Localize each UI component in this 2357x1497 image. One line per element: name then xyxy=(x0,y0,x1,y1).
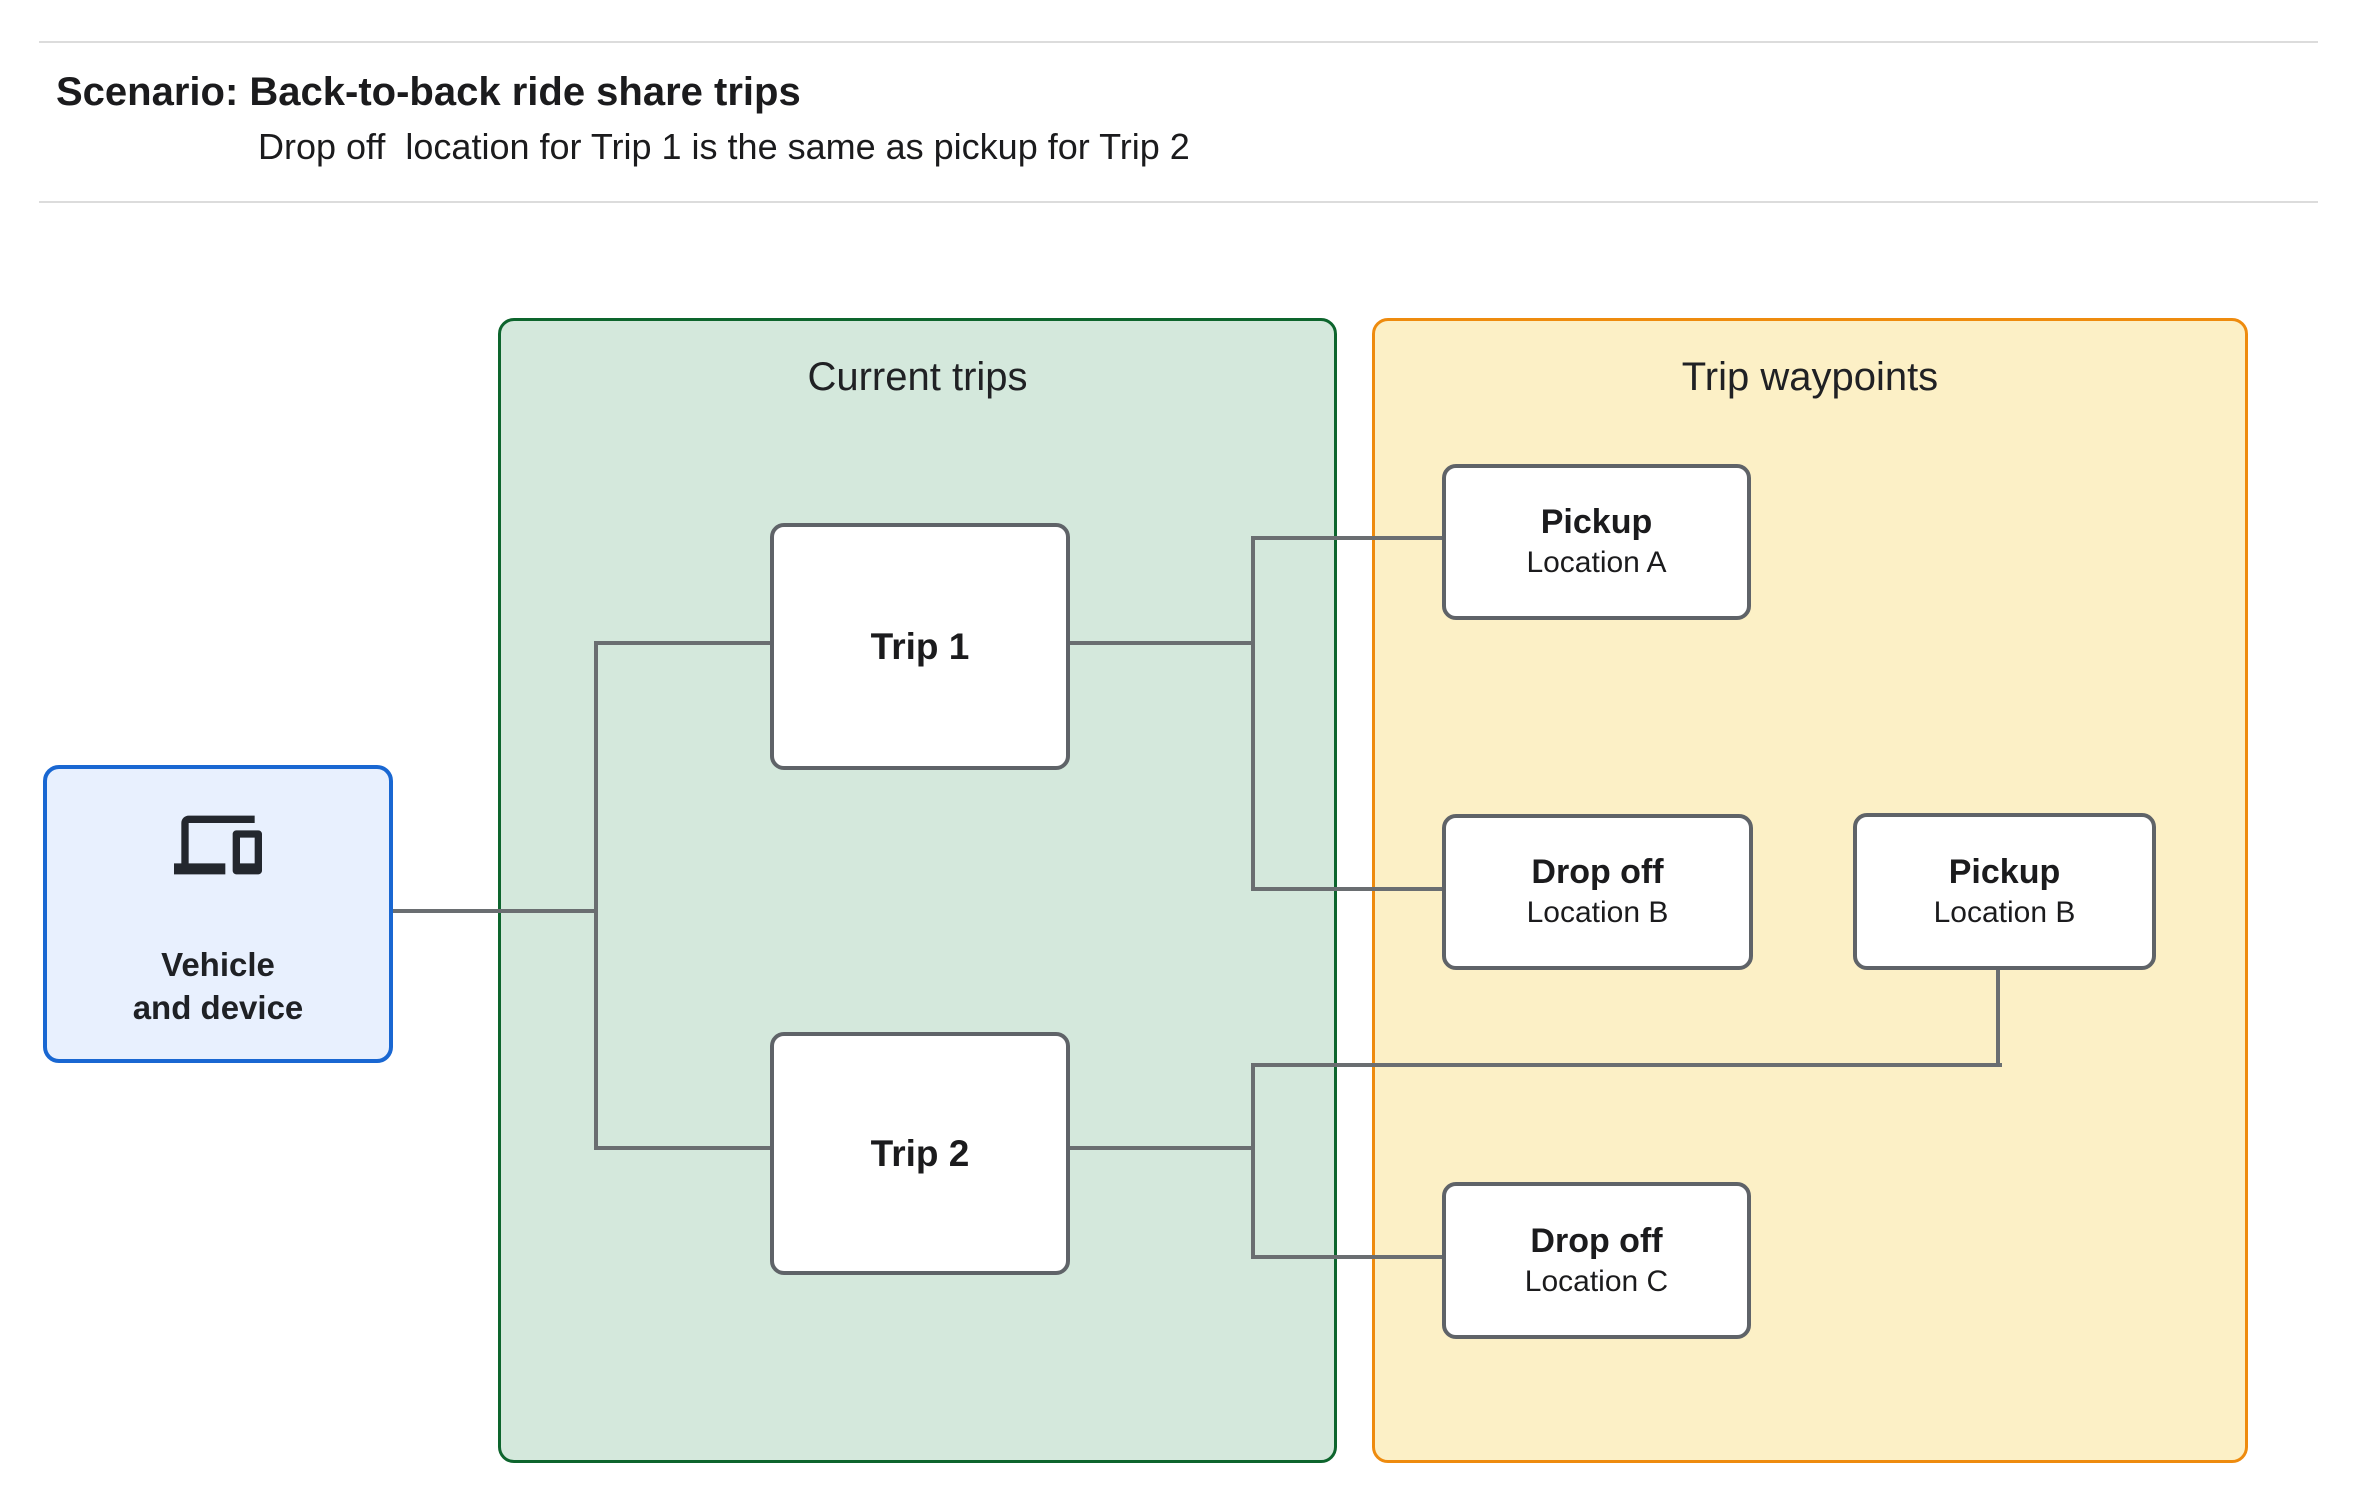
group-trip-waypoints-label: Trip waypoints xyxy=(1681,355,1939,399)
edge-vehicle-junction-v xyxy=(594,641,598,1150)
drop-c-subtitle: Location C xyxy=(1524,1264,1669,1298)
vehicle-label-line1: Vehicle xyxy=(161,946,275,983)
edge-trip1-out xyxy=(1062,641,1255,645)
top-divider xyxy=(39,41,2318,43)
edge-pickup-b-drop-v xyxy=(1996,960,2000,1067)
edge-trip1-junction-v xyxy=(1251,536,1255,891)
pickup-b-subtitle: Location B xyxy=(1933,895,2076,929)
pickup-b-title: Pickup xyxy=(1948,852,2061,891)
group-current-trips-label: Current trips xyxy=(807,355,1028,399)
node-pickup-location-b: Pickup Location B xyxy=(1853,813,2156,970)
node-drop-off-location-c: Drop off Location C xyxy=(1442,1182,1751,1339)
group-current-trips: Current trips xyxy=(498,318,1337,1463)
vehicle-label: Vehicle and device xyxy=(47,943,389,1029)
edge-vehicle-junction-h xyxy=(385,909,598,913)
page-subtitle: Drop off location for Trip 1 is the same… xyxy=(258,126,1190,167)
pickup-a-title: Pickup xyxy=(1540,503,1653,541)
drop-b-title: Drop off xyxy=(1531,853,1664,891)
drop-b-subtitle: Location B xyxy=(1526,896,1669,929)
edge-trip2-out xyxy=(1062,1146,1255,1150)
node-trip-2: Trip 2 xyxy=(770,1032,1070,1275)
node-pickup-location-a: Pickup Location A xyxy=(1442,464,1751,620)
edge-to-trip2 xyxy=(594,1146,770,1150)
header-divider xyxy=(39,201,2318,203)
node-trip-1: Trip 1 xyxy=(770,523,1070,770)
page-title: Scenario: Back-to-back ride share trips xyxy=(56,70,801,114)
pickup-a-subtitle: Location A xyxy=(1526,546,1667,579)
edge-to-pickup-a xyxy=(1251,536,1444,540)
edge-to-pickup-b-h xyxy=(1251,1063,2002,1067)
trip-1-label: Trip 1 xyxy=(870,625,970,667)
trip-2-label: Trip 2 xyxy=(870,1132,970,1174)
edge-to-drop-b xyxy=(1251,887,1444,891)
edge-trip2-junction-v xyxy=(1251,1063,1255,1259)
node-drop-off-location-b: Drop off Location B xyxy=(1442,814,1753,970)
vehicle-label-line2: and device xyxy=(132,989,304,1026)
edge-to-drop-c xyxy=(1251,1255,1444,1259)
drop-c-title: Drop off xyxy=(1530,1221,1663,1260)
devices-icon xyxy=(174,815,262,875)
edge-to-trip1 xyxy=(594,641,770,645)
node-vehicle-and-device: Vehicle and device xyxy=(43,765,393,1063)
